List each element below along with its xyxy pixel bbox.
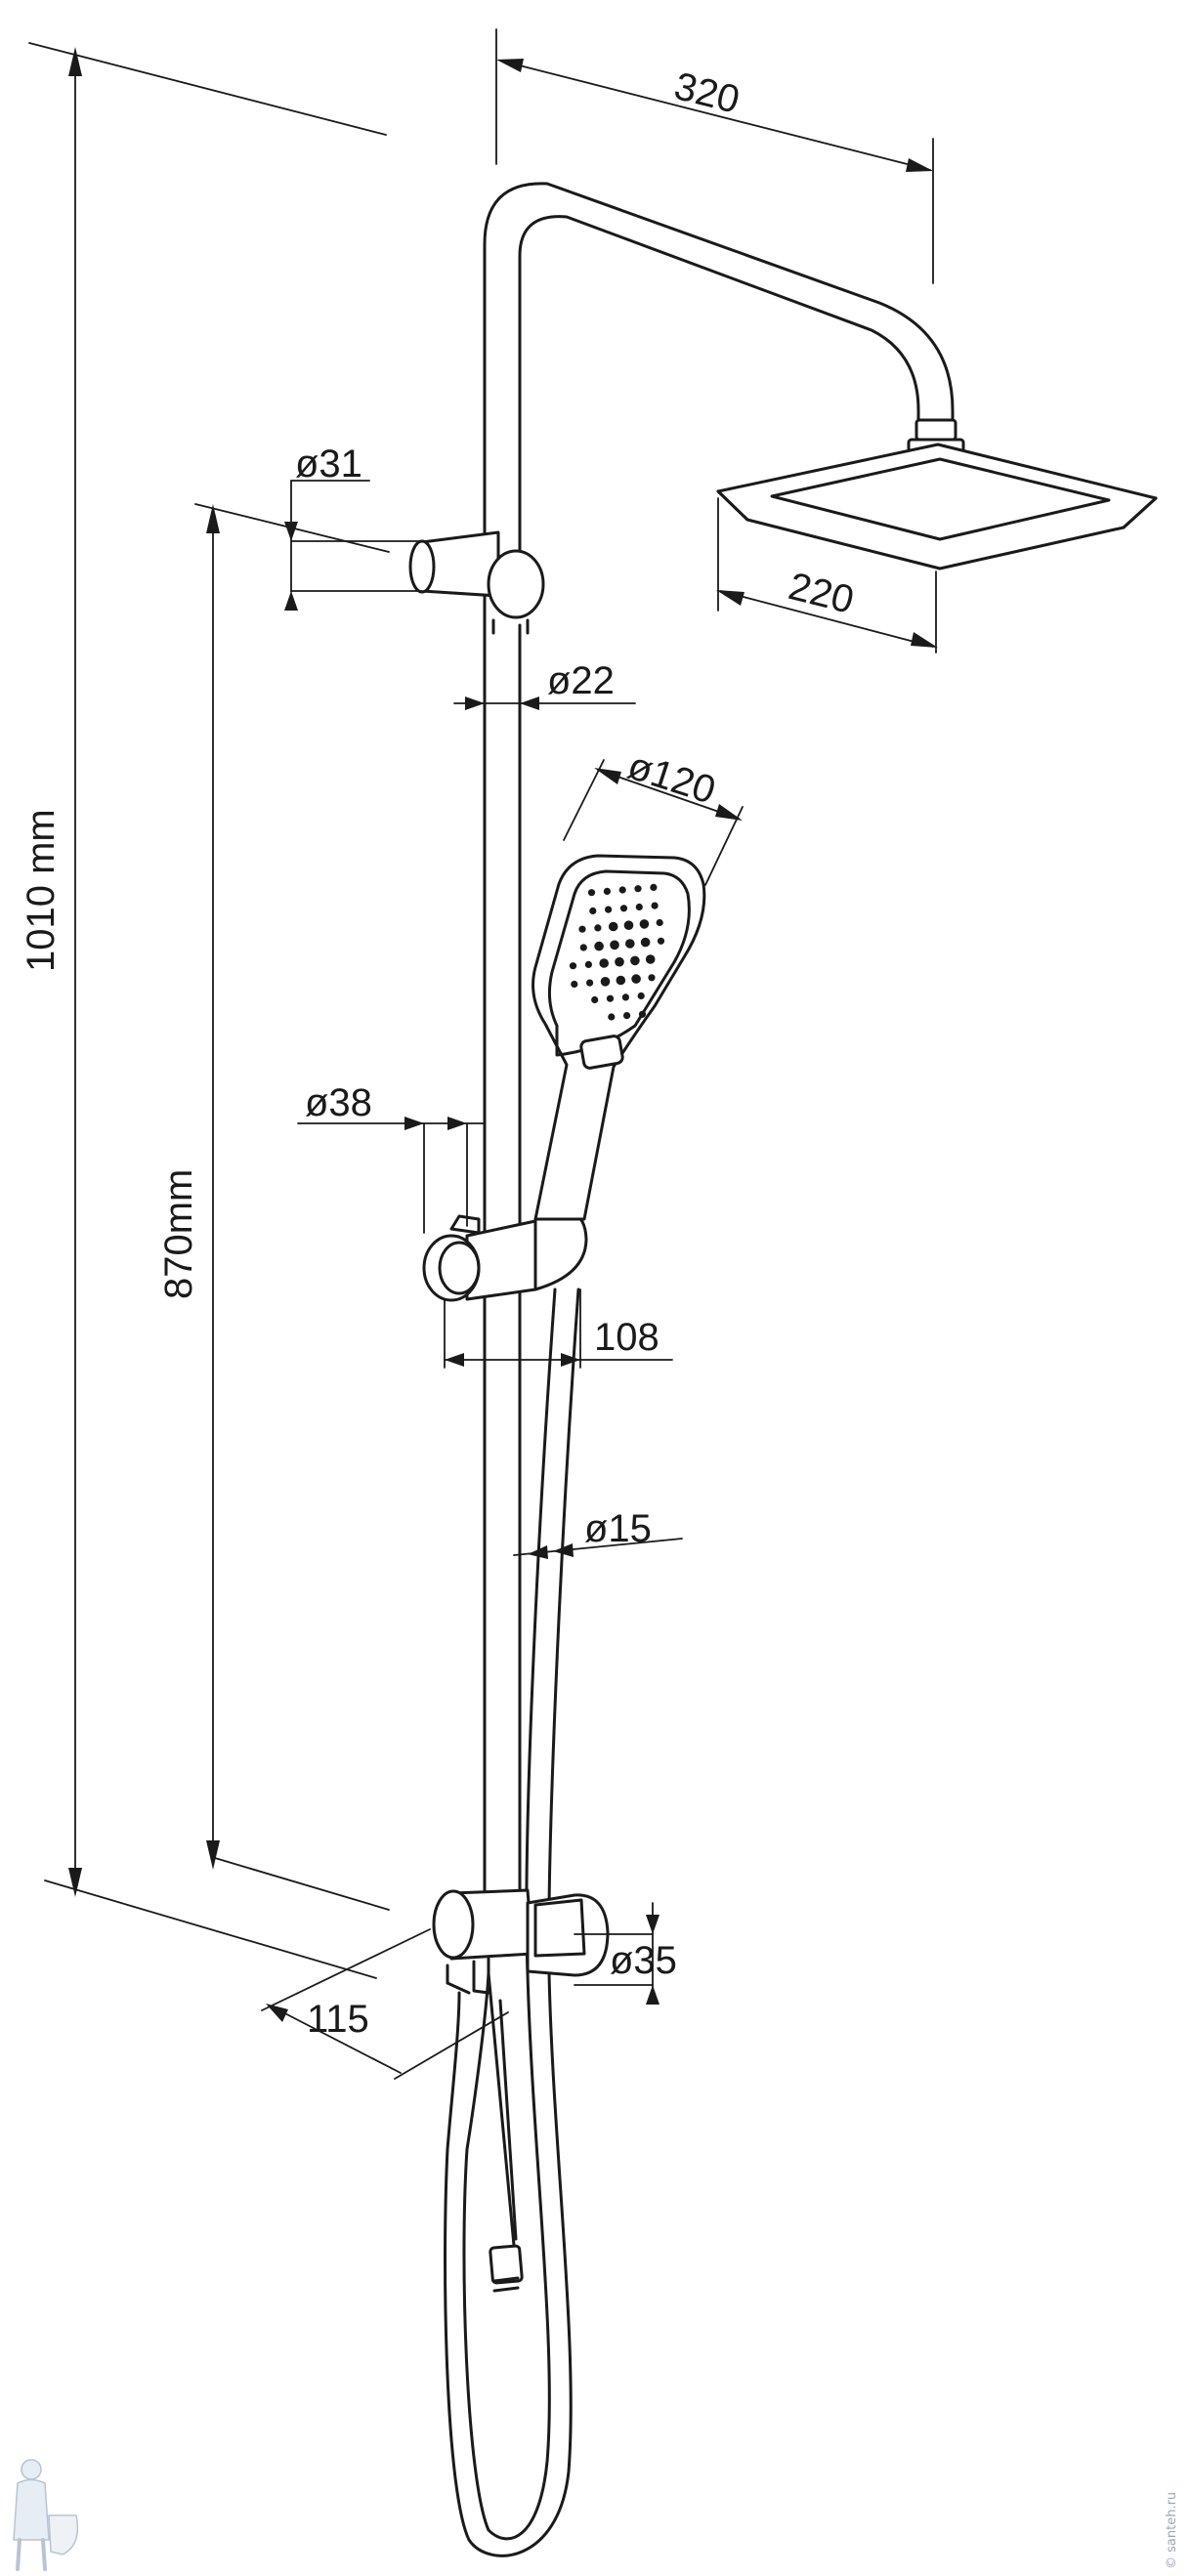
nozzle-dot <box>625 939 635 949</box>
hand-shower-diameter-label: ø120 <box>622 744 720 813</box>
hand-shower-nozzles <box>569 883 665 1021</box>
upper-bracket-diameter-label: ø31 <box>295 443 362 486</box>
nozzle-dot <box>650 883 658 892</box>
dimension-rail: ø22 <box>453 659 636 710</box>
dimension-holder: ø38 <box>297 1081 485 1234</box>
nozzle-dot <box>621 993 630 1001</box>
holder-diameter-label: ø38 <box>305 1081 372 1124</box>
nozzle-dot <box>594 924 602 932</box>
nozzle-dot <box>599 958 609 968</box>
dimension-hose: ø15 <box>513 1507 683 1559</box>
shower-arm <box>483 182 955 564</box>
nozzle-dot <box>640 937 651 948</box>
nozzle-dot <box>623 1012 631 1020</box>
nozzle-dot <box>606 994 615 1002</box>
upper-wall-bracket <box>408 530 545 635</box>
nozzle-dot <box>605 906 613 913</box>
nozzle-dot <box>645 954 656 964</box>
nozzle-dot <box>637 992 645 1000</box>
nozzle-dot <box>608 921 618 932</box>
hand-shower <box>532 854 706 1221</box>
nozzle-dot <box>587 889 596 897</box>
nozzle-dot <box>610 940 619 950</box>
nozzle-dot <box>586 979 594 987</box>
head-size-label: 220 <box>785 565 858 622</box>
nozzle-dot <box>591 995 599 1004</box>
nozzle-dot <box>656 918 663 927</box>
nozzle-dot <box>569 962 577 970</box>
lower-bracket <box>432 1888 610 1995</box>
nozzle-dot <box>623 920 634 930</box>
nozzle-dot <box>634 885 642 893</box>
nozzle-dot <box>615 956 624 967</box>
nozzle-dot <box>594 941 604 951</box>
nozzle-dot <box>616 975 626 986</box>
holder-depth-label: 108 <box>594 1316 659 1359</box>
rail-diameter-label: ø22 <box>547 659 615 702</box>
nozzle-dot <box>651 902 659 909</box>
overall-height-label: 1010 mm <box>20 809 63 972</box>
nozzle-dot <box>639 919 650 929</box>
dimension-overall-height: 1010 mm <box>20 42 387 1979</box>
nozzle-dot <box>579 944 587 951</box>
nozzle-dot <box>631 974 641 984</box>
nozzle-dot <box>630 955 640 966</box>
nozzle-dot <box>589 907 597 915</box>
nozzle-dot <box>618 886 626 894</box>
dimension-rail-length: 870mm <box>157 503 390 1911</box>
hose-diameter-label: ø15 <box>584 1507 652 1550</box>
dimension-lower-bracket: ø35 <box>574 1902 677 2005</box>
rain-shower-head <box>716 443 1158 570</box>
nozzle-dot <box>648 974 656 982</box>
nozzle-dot <box>584 960 593 969</box>
plumber-mascot-logo <box>13 2459 79 2571</box>
dimension-upper-bracket: ø31 <box>284 443 423 611</box>
arm-reach-label: 320 <box>670 64 744 122</box>
dimension-holder-depth: 108 <box>444 1288 673 1369</box>
nozzle-dot <box>578 925 586 933</box>
lower-bracket-depth-label: 115 <box>307 1998 369 2041</box>
shower-arm-inner <box>518 215 920 564</box>
hand-shower-holder <box>422 1209 588 1302</box>
nozzle-dot <box>619 905 628 912</box>
nozzle-dot <box>600 977 611 987</box>
nozzle-dot <box>608 1013 616 1021</box>
nozzle-dot <box>571 980 578 989</box>
nozzle-dot <box>657 937 665 945</box>
lower-bracket-diameter-label: ø35 <box>610 1939 677 1982</box>
rail-length-label: 870mm <box>157 1169 200 1299</box>
nozzle-dot <box>638 1010 647 1018</box>
watermark-text: © santeh.ru <box>1165 2492 1179 2569</box>
nozzle-dot <box>603 887 612 896</box>
nozzle-dot <box>635 903 643 911</box>
dimension-lower-bracket-depth: 115 <box>261 1928 509 2080</box>
